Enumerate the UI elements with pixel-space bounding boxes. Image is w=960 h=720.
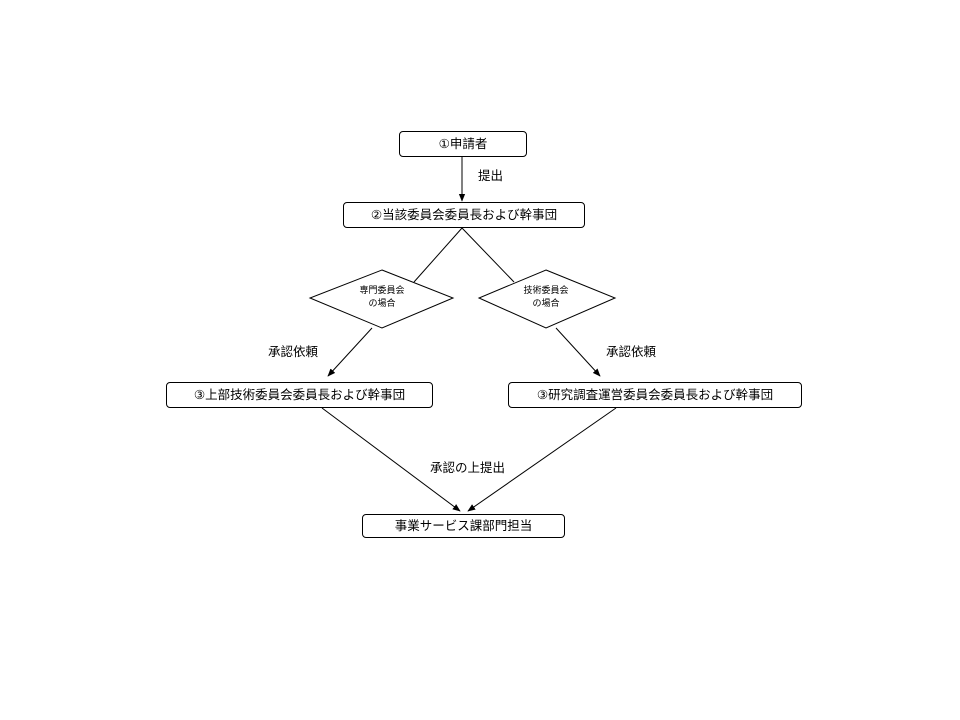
- edge-label-submit: 提出: [478, 168, 504, 183]
- edge-label-approval-request-left: 承認依頼: [268, 344, 319, 359]
- decision-technical-line-2: の場合: [532, 299, 560, 309]
- edge-technical-to-research-committee: [555, 327, 601, 377]
- node-committee: ②当該委員会委員長および幹事団: [343, 202, 585, 228]
- decision-specialist-line-2: の場合: [368, 299, 396, 309]
- decision-specialist-diamond: [308, 269, 455, 329]
- edge-label-approval-request-right: 承認依頼: [606, 344, 657, 359]
- edge-research-committee-to-service-dept: [467, 407, 617, 512]
- decision-technical-diamond: [477, 269, 617, 329]
- node-service-dept: 事業サービス課部門担当: [362, 514, 565, 538]
- edge-specialist-to-upper-committee: [327, 327, 373, 377]
- node-applicant: ①申請者: [399, 131, 527, 157]
- edge-upper-committee-to-service-dept: [321, 407, 461, 512]
- edge-committee-to-technical: [461, 227, 515, 283]
- node-research-committee: ③研究調査運営委員会委員長および幹事団: [508, 382, 802, 408]
- decision-technical-label: 技術委員会 の場合: [506, 285, 586, 311]
- edge-committee-to-specialist: [413, 227, 463, 283]
- decision-specialist-line-1: 専門委員会: [359, 286, 405, 296]
- edge-label-approve-submit: 承認の上提出: [430, 460, 506, 475]
- decision-technical-line-1: 技術委員会: [523, 286, 569, 296]
- decision-specialist-label: 専門委員会 の場合: [342, 285, 422, 311]
- node-upper-committee: ③上部技術委員会委員長および幹事団: [166, 382, 433, 408]
